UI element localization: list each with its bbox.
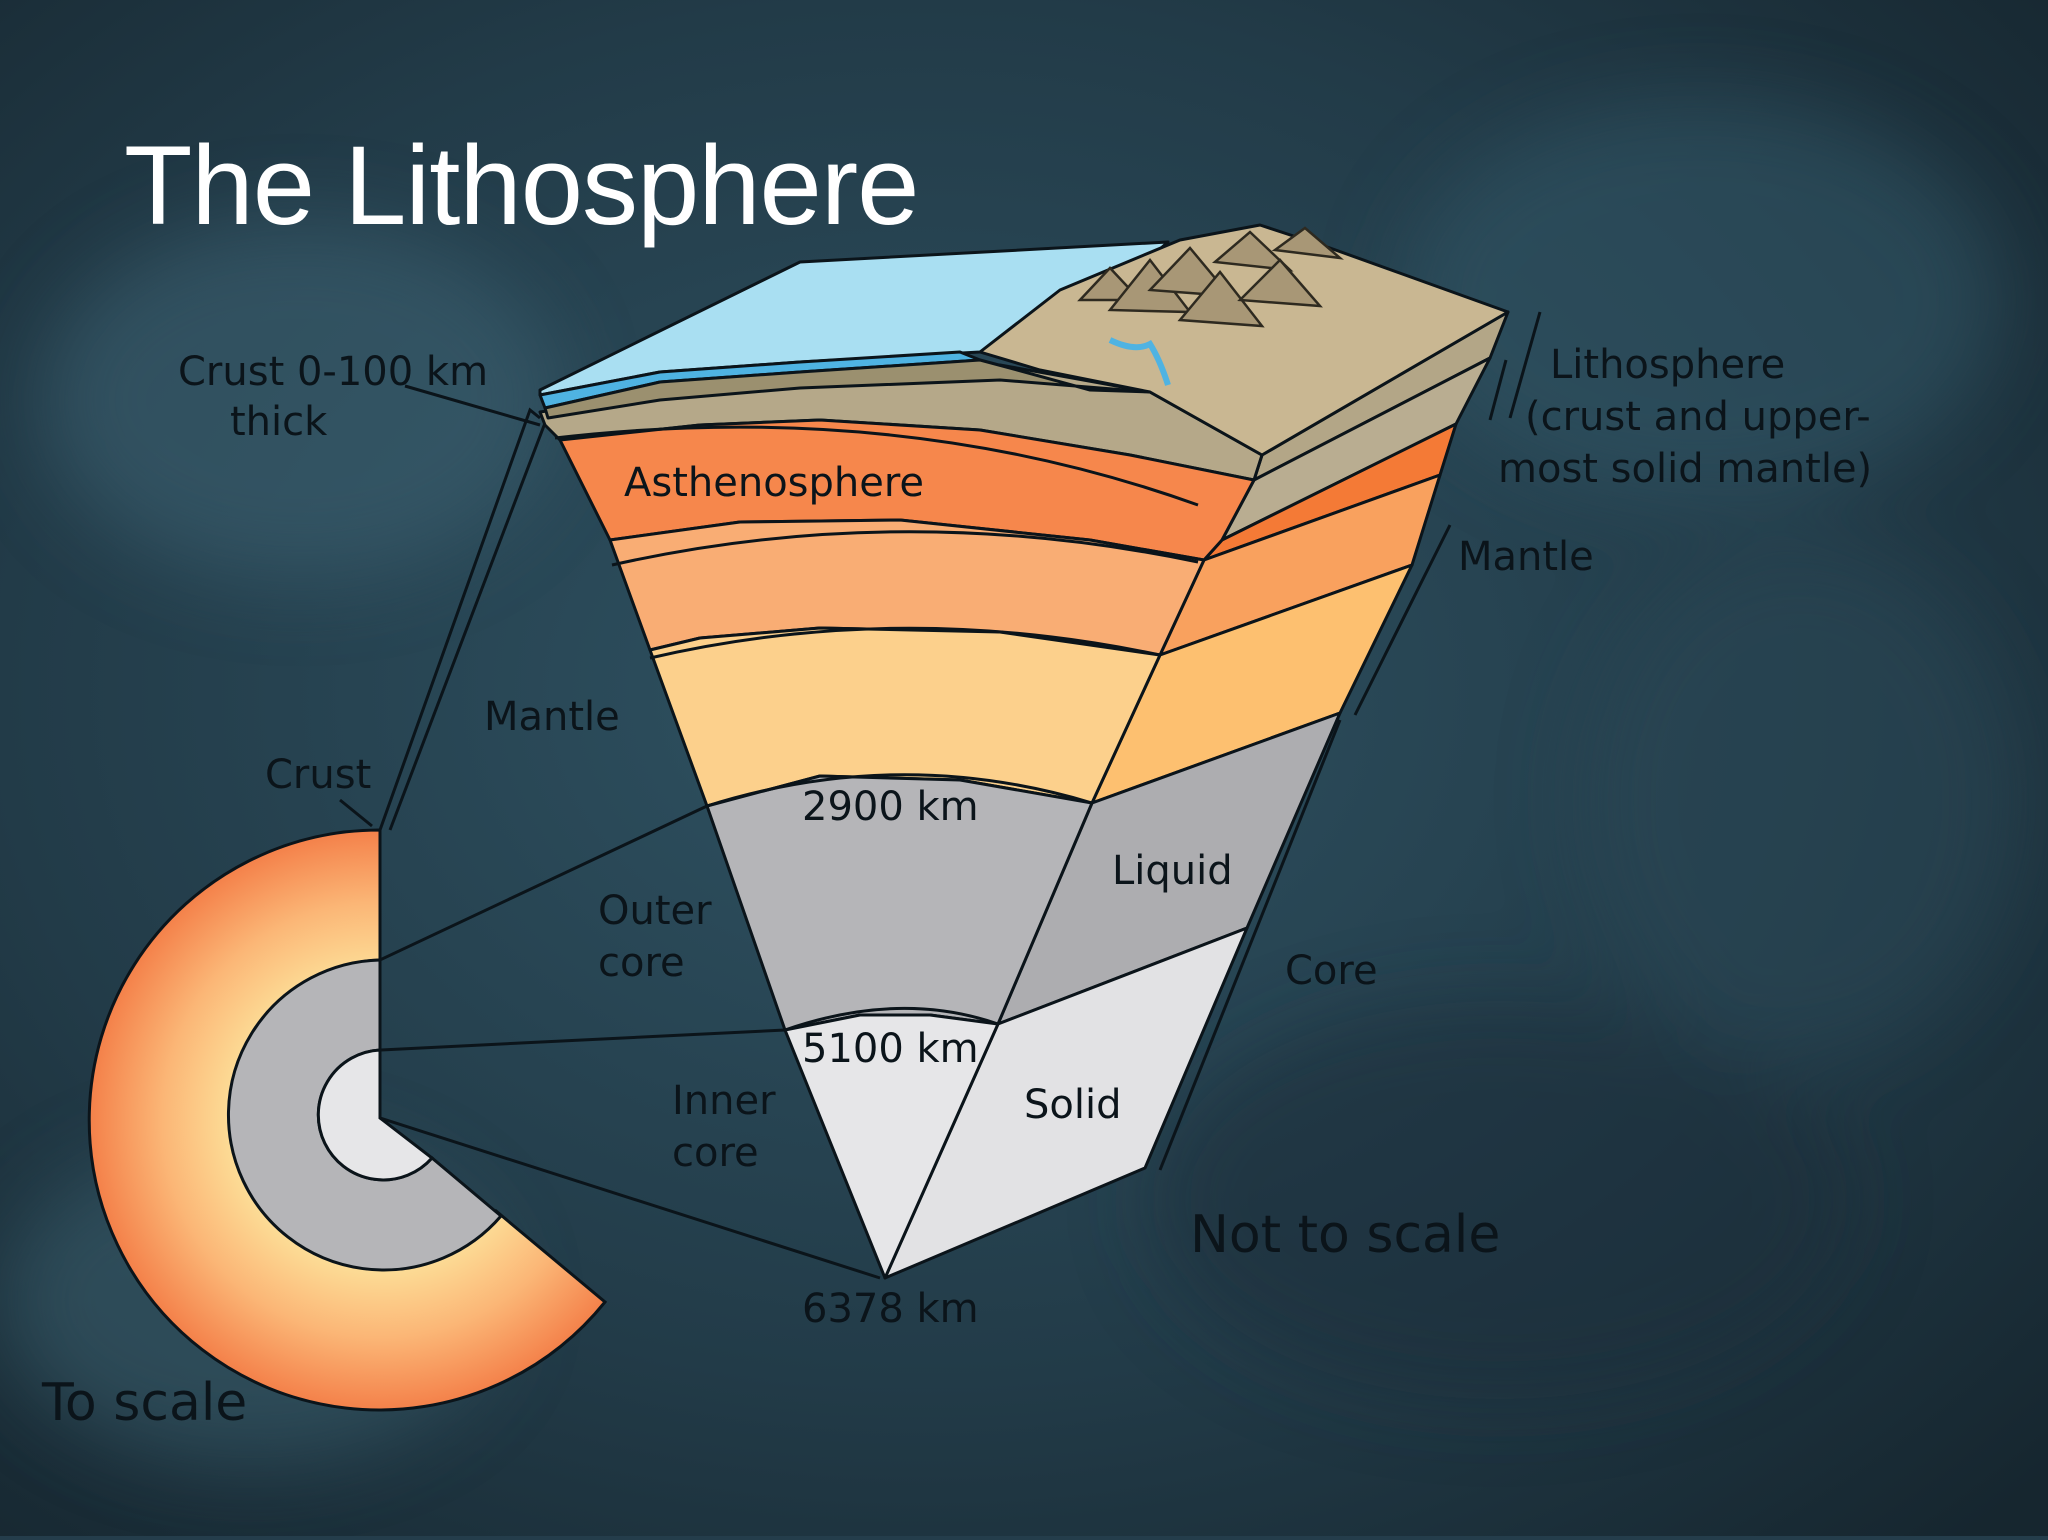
crust-left-label: Crust [265, 752, 371, 798]
to-scale-earth [87, 828, 608, 1412]
inner-core-band [783, 1013, 1000, 1280]
wedge-side-face [883, 310, 1510, 1280]
depth-2900-label: 2900 km [802, 784, 979, 830]
lithosphere-label-3: most solid mantle) [1498, 446, 1872, 492]
not-to-scale-label: Not to scale [1190, 1205, 1500, 1265]
solid-label: Solid [1024, 1082, 1121, 1128]
lithosphere-label-2: (crust and upper- [1525, 394, 1871, 440]
outer-core-label-1: Outer [598, 888, 712, 934]
depth-5100-label: 5100 km [802, 1026, 979, 1072]
layer-boundaries [554, 425, 1199, 1032]
core-right-label: Core [1285, 948, 1378, 994]
crust-thickness-label-2: thick [230, 399, 328, 445]
crust-thickness-label-1: Crust 0-100 km [178, 349, 488, 395]
outer-core-label-2: core [598, 940, 685, 986]
to-scale-label: To scale [41, 1373, 247, 1433]
slide-title: The Lithosphere [124, 123, 919, 248]
inner-core-label-2: core [672, 1130, 759, 1176]
liquid-label: Liquid [1112, 848, 1233, 894]
mantle-left-label: Mantle [484, 694, 620, 740]
depth-6378-label: 6378 km [802, 1286, 979, 1332]
mantle-right-label: Mantle [1458, 534, 1594, 580]
inner-core-disc [316, 1048, 435, 1182]
diagram-labels: Crust 0-100 km thick Asthenosphere Litho… [41, 342, 1872, 1433]
connector-lines [339, 384, 881, 1280]
wedge-front-face [538, 363, 1264, 1280]
river [1108, 337, 1171, 386]
lithosphere-label-1: Lithosphere [1550, 342, 1785, 388]
mountain-ridges [1077, 226, 1344, 328]
asthenosphere-label: Asthenosphere [624, 460, 924, 506]
right-brackets [1158, 311, 1542, 1171]
inner-core-label-1: Inner [672, 1078, 776, 1124]
